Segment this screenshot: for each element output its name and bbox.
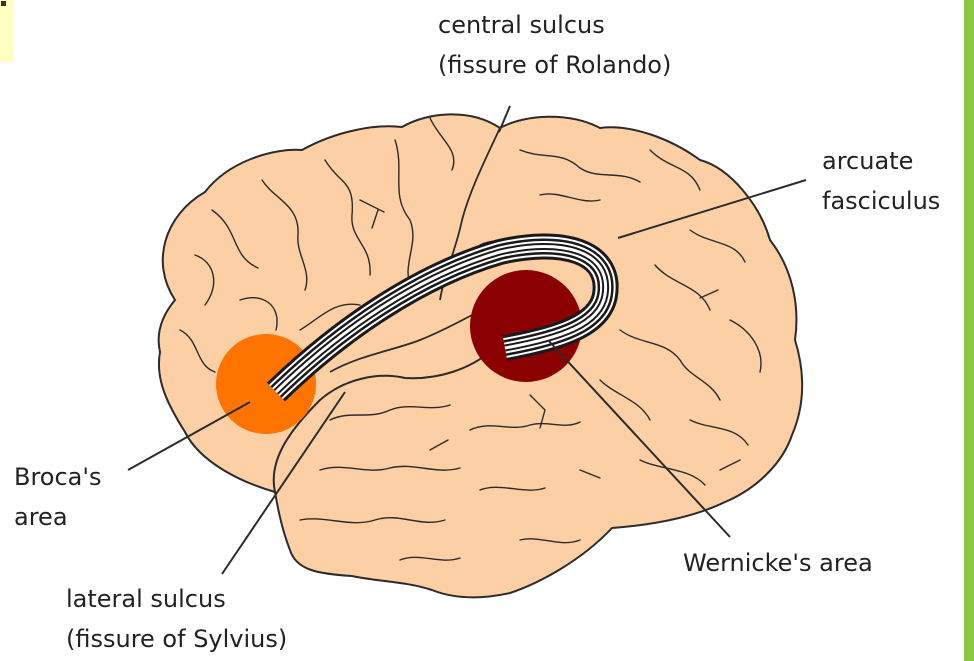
- central-sulcus-label-line1: central sulcus: [438, 5, 671, 45]
- lateral-sulcus-label-line1: lateral sulcus: [66, 579, 287, 619]
- wernicke-area-label: Wernicke's area: [683, 543, 873, 583]
- broca-area-label-line2: area: [14, 497, 102, 537]
- arcuate-fasciculus-label-line2: fasciculus: [822, 181, 940, 221]
- broca-area-label: Broca's area: [14, 457, 102, 537]
- broca-area-label-line1: Broca's: [14, 457, 102, 497]
- arcuate-fasciculus-label-line1: arcuate: [822, 141, 940, 181]
- central-sulcus-label: central sulcus (fissure of Rolando): [438, 5, 671, 85]
- arcuate-fasciculus-label: arcuate fasciculus: [822, 141, 940, 221]
- wernicke-area-label-text: Wernicke's area: [683, 543, 873, 583]
- lateral-sulcus-label: lateral sulcus (fissure of Sylvius): [66, 579, 287, 659]
- lateral-sulcus-label-line2: (fissure of Sylvius): [66, 619, 287, 659]
- central-sulcus-label-line2: (fissure of Rolando): [438, 45, 671, 85]
